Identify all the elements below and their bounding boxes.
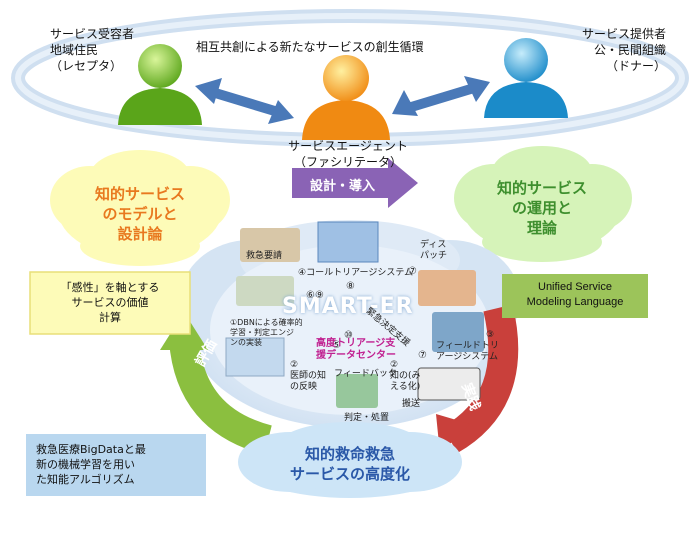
doctors-image (336, 374, 378, 408)
step-10-label: ⑩ (344, 330, 353, 341)
provider-person-icon (484, 38, 568, 118)
receiver-label-line: 地域住民 (50, 43, 99, 57)
step-7b-label: ⑦ (418, 350, 427, 361)
dispatch-image (418, 270, 476, 306)
dbn-line: ①DBNによる確率的 (230, 318, 303, 327)
receiver-label: サービス受容者 地域住民 （レセプタ） (50, 26, 134, 74)
call-triage-label: ④コールトリアージシステム (298, 268, 414, 278)
exchange-arrow-left (195, 78, 294, 124)
bigdata-box (26, 434, 206, 496)
dbn-network-image (225, 337, 285, 377)
dbn-line: 学習・判定エンジ (230, 328, 294, 337)
bottom-cloud (238, 422, 462, 498)
receiver-label-line: サービス受容者 (50, 27, 135, 41)
judgement-label: 判定・処置 (344, 413, 390, 423)
right-cloud-text: 知的サービス の運用と 理論 (482, 178, 602, 238)
center-name-label: 高度トリアージ支 援データセンター (316, 338, 396, 362)
bigdata-line: 救急医療BigDataと最 (36, 443, 146, 456)
dbn-label: ①DBNによる確率的 学習・判定エンジ ンの実装 (230, 318, 303, 348)
kansei-box (29, 271, 191, 335)
bigdata-line: た知能アルゴリズム (36, 473, 135, 486)
tablet-image (432, 312, 484, 352)
cycle-label: 相互共創による新たなサービスの創生循環 (196, 40, 424, 54)
bigdata-line: 新の機械学習を用い (36, 458, 135, 471)
usml-box (502, 274, 648, 318)
dashboard-image (317, 221, 379, 263)
right-cloud (454, 146, 632, 262)
visualization-label: ② 知の(み える化) (390, 360, 421, 393)
provider-label: サービス提供者 公・民間組織 （ドナー） (546, 26, 666, 74)
bottom-cloud-line: サービスの高度化 (289, 465, 410, 483)
center-name-line: 援データセンター (316, 350, 396, 361)
provider-label-line: （ドナー） (605, 59, 666, 73)
visualization-line: える化) (390, 382, 421, 392)
usml-line: Modeling Language (526, 296, 624, 308)
agent-label: サービスエージェント （ファシリテータ） (268, 138, 428, 170)
exchange-arrow-right (392, 76, 490, 116)
provider-label-line: 公・民間組織 (593, 43, 666, 57)
dispatch-line: ディス (420, 240, 447, 250)
kansei-text: 「感性」を軸とする サービスの価値 計算 (30, 280, 190, 325)
visualization-line: ② (390, 360, 399, 370)
triage-operator-image (236, 276, 294, 306)
right-cloud-line: 理論 (526, 219, 557, 237)
receiver-person-icon (118, 44, 202, 125)
right-cloud-line: 知的サービス (496, 179, 587, 197)
call-center-image (240, 228, 300, 262)
dispatch-label: ディス パッチ (420, 240, 447, 262)
left-cloud-line: のモデルと (102, 205, 178, 223)
smart-er-title: SMART-ER (282, 294, 414, 319)
right-cloud-line: の運用と (511, 199, 572, 217)
provider-label-line: サービス提供者 (581, 27, 666, 41)
kansei-line: 計算 (99, 311, 121, 324)
receiver-label-line: （レセプタ） (50, 59, 123, 73)
field-triage-label: ③ フィールドトリ アージシステム (436, 330, 499, 363)
step-7-label: ⑦ (408, 266, 417, 277)
agent-label-line: サービスエージェント (288, 139, 408, 153)
field-triage-line: ③ (486, 330, 495, 340)
left-cloud (50, 150, 230, 266)
usml-text: Unified Service Modeling Language (502, 280, 648, 310)
step-6-9-label: ⑥⑨ (306, 290, 324, 301)
dbn-line: ンの実装 (230, 338, 262, 347)
transport-label: 搬送 (402, 399, 421, 409)
doctor-knowledge-line: の反映 (290, 382, 318, 392)
field-triage-line: アージシステム (436, 352, 499, 362)
left-cloud-line: 設計論 (117, 225, 163, 243)
feedback-label: フィードバック (334, 369, 397, 379)
left-cloud-line: 知的サービス (94, 185, 185, 203)
kansei-line: 「感性」を軸とする (60, 281, 160, 294)
doctor-knowledge-line: 医師の知 (290, 371, 327, 381)
agent-person-icon (302, 55, 390, 140)
step-8-label: ⑧ (346, 281, 355, 292)
bigdata-text: 救急医療BigDataと最 新の機械学習を用い た知能アルゴリズム (36, 442, 206, 487)
visualization-line: 知の(み (390, 371, 421, 381)
doctor-knowledge-label: ② 医師の知 の反映 (290, 360, 326, 393)
bottom-cloud-text: 知的救命救急 サービスの高度化 (260, 444, 440, 484)
step-5-label: ⑤ (332, 340, 341, 351)
ambulance-image (417, 367, 481, 401)
dispatch-line: パッチ (420, 251, 448, 261)
center-name-line: 高度トリアージ支 (316, 338, 396, 349)
field-triage-line: フィールドトリ (436, 341, 499, 351)
design-arrow (292, 158, 418, 208)
usml-line: Unified Service (538, 281, 612, 293)
doctor-knowledge-line: ② (290, 360, 299, 370)
kansei-line: サービスの価値 (71, 296, 149, 309)
agent-label-line: （ファシリテータ） (293, 155, 402, 169)
design-label: 設計・導入 (310, 179, 376, 194)
kyukyu-yosei-label: 救急要請 (246, 251, 283, 261)
left-cloud-text: 知的サービス のモデルと 設計論 (80, 184, 200, 244)
bottom-cloud-line: 知的救命救急 (304, 445, 395, 463)
